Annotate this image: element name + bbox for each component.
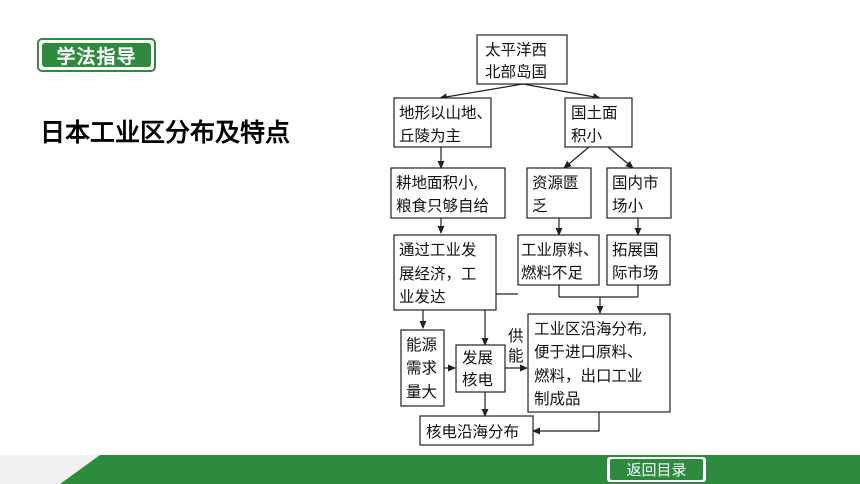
edge-label-supply-line-1: 供: [508, 327, 524, 345]
node-box-raw-materials: [517, 234, 600, 286]
section-badge: 学法指导: [37, 38, 156, 72]
edge-label-supply-line-2: 能: [508, 347, 524, 365]
node-expand-market-line-2: 际市场: [612, 264, 659, 282]
node-resources-line-1: 资源匮: [532, 174, 579, 192]
node-nuclear-coast-line-1: 核电沿海分布: [426, 423, 519, 441]
node-raw-materials-line-2: 燃料不足: [521, 264, 583, 282]
node-industry-dev-line-3: 业发达: [399, 288, 446, 306]
node-terrain-line-2: 丘陵为主: [399, 127, 461, 145]
node-box-nuclear-coast: [419, 415, 534, 446]
node-box-market: [606, 167, 672, 219]
node-box-industry-dev: [393, 234, 497, 311]
section-badge-label: 学法指导: [42, 43, 151, 68]
node-box-territory: [564, 97, 633, 148]
node-coastal-industry-line-1: 工业区沿海分布,: [534, 320, 647, 338]
node-box-energy: [400, 329, 445, 407]
node-root-line-2: 北部岛国: [485, 63, 547, 81]
page-title: 日本工业区分布及特点: [40, 118, 291, 147]
node-territory-line-1: 国土面: [571, 104, 618, 122]
node-coastal-industry-line-4: 制成品: [534, 390, 581, 408]
node-box-farmland: [390, 167, 506, 219]
node-farmland-line-2: 粮食只够自给: [396, 197, 489, 215]
node-box-root: [476, 34, 568, 85]
node-terrain-line-1: 地形以山地、: [399, 104, 492, 122]
node-box-terrain: [393, 97, 492, 148]
node-box-expand-market: [606, 234, 671, 286]
node-energy-line-3: 量大: [406, 383, 437, 401]
node-box-coastal-industry: [527, 313, 671, 413]
flowchart-connectors: [419, 83, 642, 435]
node-raw-materials-line-1: 工业原料、: [521, 241, 599, 259]
node-resources-line-2: 乏: [532, 197, 548, 215]
node-nuclear-line-1: 发展: [462, 349, 493, 367]
node-energy-line-1: 能源: [406, 336, 437, 354]
node-industry-dev-line-2: 展经济，工: [399, 265, 477, 283]
node-energy-line-2: 需求: [406, 359, 437, 377]
node-expand-market-line-1: 拓展国: [612, 241, 659, 259]
node-territory-line-2: 积小: [571, 127, 603, 145]
node-market-line-2: 场小: [612, 197, 644, 215]
node-box-nuclear: [455, 344, 506, 393]
node-coastal-industry-line-2: 便于进口原料、: [534, 343, 643, 361]
footer-bar: [60, 455, 860, 484]
node-nuclear-line-2: 核电: [462, 371, 493, 389]
back-to-contents-button[interactable]: 返回目录: [607, 457, 706, 482]
node-market-line-1: 国内市: [612, 174, 659, 192]
back-to-contents-label: 返回目录: [610, 459, 703, 480]
node-box-resources: [526, 167, 592, 219]
node-industry-dev-line-1: 通过工业发: [399, 241, 477, 259]
node-coastal-industry-line-3: 燃料，出口工业: [534, 367, 643, 385]
node-root-line-1: 太平洋西: [485, 41, 547, 59]
node-farmland-line-1: 耕地面积小,: [396, 174, 478, 192]
